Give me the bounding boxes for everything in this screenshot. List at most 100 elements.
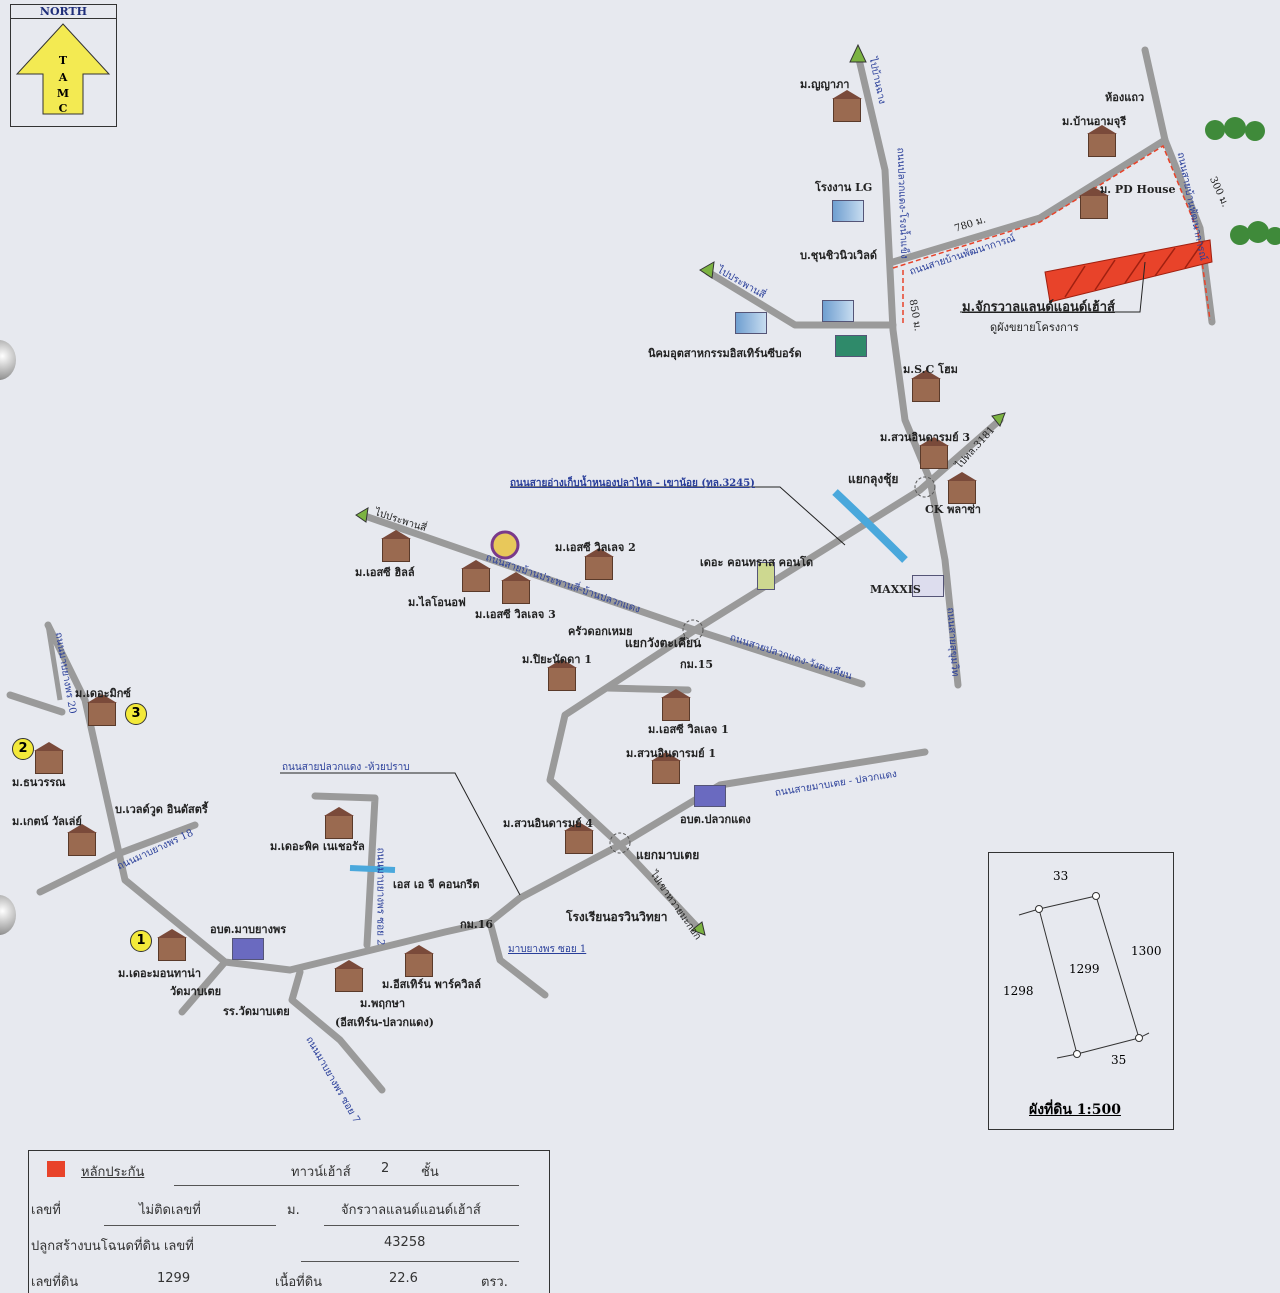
land-no-label: เลขที่ดิน [31, 1275, 79, 1290]
place-label: อบต.มาบยางพร [210, 923, 287, 936]
marker-3: 3 [125, 703, 147, 725]
plot-bottom: 35 [1111, 1053, 1127, 1067]
plot-diagram [1018, 892, 1150, 1059]
project-note: ดูผังขยายโครงการ [990, 321, 1079, 334]
house-icon [547, 659, 577, 691]
place-label: ม.สวนอินดารมย์ 4 [503, 817, 594, 830]
type-value: ทาวน์เฮ้าส์ [291, 1165, 351, 1180]
route-dashed [892, 144, 1211, 321]
house-icon [651, 752, 681, 784]
road-3245 [486, 416, 1004, 926]
place-label: ครัวดอกเหมย [568, 625, 633, 638]
junction-label: แยกลุงชุ้ย [848, 472, 899, 486]
house-icon [1079, 187, 1109, 219]
arrow-up-icon: T A M C [15, 23, 111, 115]
house-icon [381, 530, 411, 562]
road-praphansi-west [358, 511, 866, 688]
shop-icon [912, 575, 944, 597]
place-label: (อีสเทิร์น-ปลวกแดง) [335, 1016, 434, 1029]
marker-1: 1 [130, 930, 152, 952]
plot-inset: 33 1300 1299 1298 35 ผังที่ดิน 1:500 [988, 852, 1174, 1130]
house-icon [87, 694, 117, 726]
place-label: ม.เอสซี วิลเลจ 1 [648, 723, 729, 736]
collateral-label: หลักประกัน [81, 1165, 145, 1180]
place-label: ม.อีสเทิร์น พาร์ควิลล์ [382, 978, 482, 991]
place-label: ม.พฤกษา [360, 997, 406, 1010]
house-icon [564, 822, 594, 854]
binder-hole [0, 340, 16, 380]
floors-unit: ชั้น [421, 1165, 439, 1180]
north-title: NORTH [11, 5, 116, 19]
no-label: เลขที่ [31, 1203, 61, 1218]
road-soi7 [288, 968, 386, 1094]
factory-icon [822, 300, 854, 322]
house-icon [661, 689, 691, 721]
road-sw [178, 958, 229, 1016]
place-label: ม.บ้านอามจุรี [1062, 115, 1127, 128]
floors-value: 2 [381, 1161, 390, 1176]
place-label: CK พลาซ่า [925, 503, 981, 516]
collateral-legend: หลักประกัน ทาวน์เฮ้าส์ 2 ชั้น เลขที่ ไม่… [28, 1150, 550, 1293]
place-label: ม.เอสซี วิลเลจ 3 [475, 608, 556, 621]
place-label: โรงเรียนอรวินวิทยา [566, 910, 668, 924]
collateral-swatch [47, 1161, 65, 1177]
place-label: เอส เอ จี คอนกรีต [393, 878, 480, 891]
place-label: ม.สวนอินดารมย์ 3 [880, 431, 971, 444]
plot-left: 1298 [1003, 984, 1034, 998]
house-icon [67, 824, 97, 856]
junction-label: แยกมาบเตย [636, 848, 700, 862]
road-label: มาบยางพร ซอย 1 [508, 944, 587, 955]
house-icon [461, 560, 491, 592]
deed-label: ปลูกสร้างบนโฉนดที่ดิน เลขที่ [31, 1239, 194, 1254]
north-arrow: NORTH T A M C [10, 4, 117, 127]
road-label: ถนนสายปลวกแดง -ห้วยปราบ [282, 762, 410, 773]
house-icon [324, 807, 354, 839]
place-label: ม.เกตน์ วัลเล่ย์ [12, 815, 82, 828]
deed-value: 43258 [384, 1235, 426, 1250]
trees-icon [1205, 117, 1280, 245]
km-label: กม.15 [680, 658, 714, 671]
office-icon [694, 785, 726, 807]
house-icon [334, 960, 364, 992]
village-value: จักรวาลแลนด์แอนด์เฮ้าส์ [341, 1203, 481, 1218]
road-lower-main [44, 621, 494, 974]
road-soi1 [486, 918, 549, 999]
road-18 [36, 821, 199, 896]
house-icon [947, 472, 977, 504]
junction-label: แยกวังตะเคียน [625, 636, 702, 650]
place-label: วัดมาบเตย [170, 985, 222, 998]
building-icon [835, 335, 867, 357]
marker-2: 2 [12, 738, 34, 760]
house-icon [919, 437, 949, 469]
place-label: ม.สวนอินดารมย์ 1 [626, 747, 717, 760]
place-label: ม. PD House [1100, 183, 1176, 196]
house-icon [501, 572, 531, 604]
place-label: ม.เอสซี ฮิลล์ [355, 566, 415, 579]
river [832, 489, 908, 563]
house-icon [404, 945, 434, 977]
place-label: เดอะ คอนทราส คอนโด [700, 556, 814, 569]
place-label: ม.เอสซี วิลเลจ 2 [555, 541, 636, 554]
condo-icon [757, 562, 775, 590]
place-label: ม.ปิยะนัดดา 1 [522, 653, 592, 666]
house-icon [1087, 125, 1117, 157]
house-icon [157, 929, 187, 961]
road-north-main [854, 51, 962, 689]
road-right [1141, 46, 1216, 326]
plot-right: 1300 [1131, 944, 1162, 958]
place-label: ม.ธนวรรณ [12, 776, 66, 789]
binder-hole [0, 895, 16, 935]
river-soi2 [349, 865, 396, 873]
place-label: ม.S.C โฮม [903, 363, 958, 376]
area-value: 22.6 [389, 1271, 418, 1286]
house-icon [34, 742, 64, 774]
house-icon [832, 90, 862, 122]
collateral-parcel [1044, 239, 1213, 303]
road-label: ถนนมาบยางพร ซอย 2 [374, 847, 386, 946]
km-label: กม.16 [460, 918, 494, 931]
house-icon [911, 370, 941, 402]
office-icon [232, 938, 264, 960]
area-label: เนื้อที่ดิน [275, 1275, 323, 1290]
plot-top: 33 [1053, 869, 1069, 883]
